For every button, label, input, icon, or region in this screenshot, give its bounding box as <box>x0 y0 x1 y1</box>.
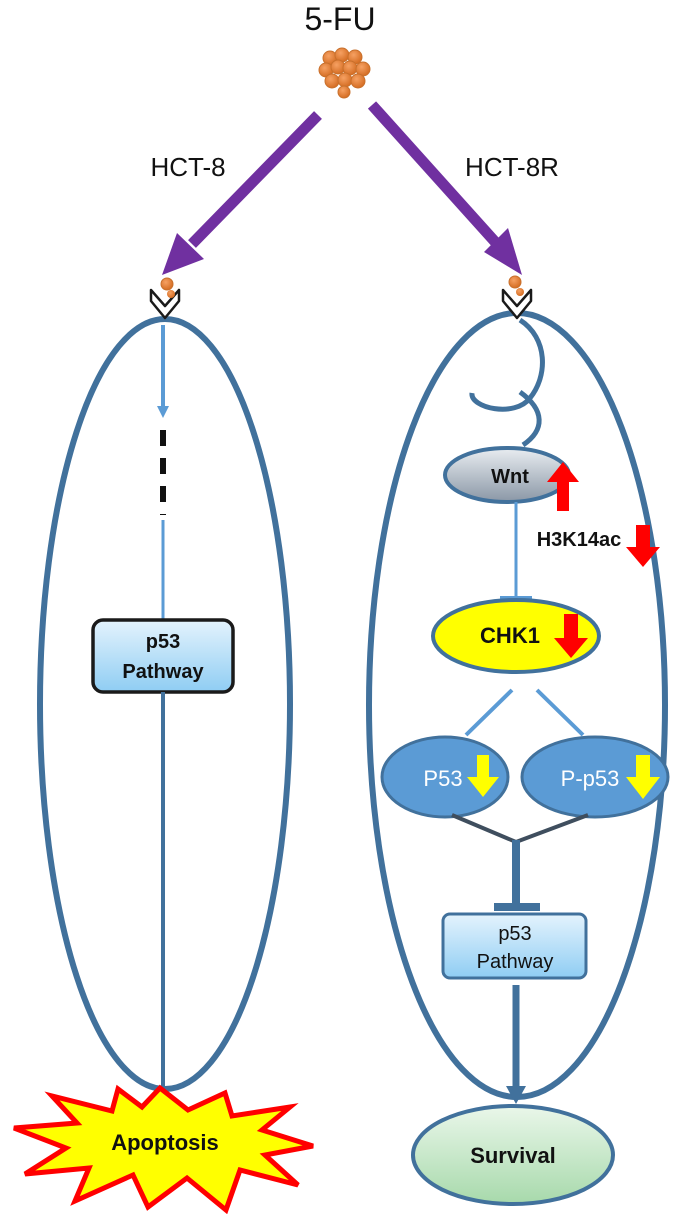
pathway-to-survival-arrow <box>506 985 526 1104</box>
right-receptor-icon <box>501 275 533 320</box>
p53-down-arrow-icon <box>467 755 499 797</box>
left-signal-connector <box>157 325 169 620</box>
cell-line-label-left: HCT-8 <box>150 152 225 182</box>
right-p53-pathway-box: p53 Pathway <box>441 912 588 980</box>
chk1-node: CHK1 <box>431 598 601 674</box>
drug-arrow-right <box>367 101 522 275</box>
chk1-to-p53-line <box>464 688 514 737</box>
drug-label: 5-FU <box>304 1 375 37</box>
wnt-up-arrow-icon <box>547 462 579 511</box>
histone-mark-label: H3K14ac <box>537 529 622 551</box>
drug-particle-cluster <box>318 47 371 99</box>
chk1-label: CHK1 <box>480 623 540 648</box>
drug-arrow-left <box>162 111 322 275</box>
wnt-label: Wnt <box>491 466 529 488</box>
left-p53-pathway-line2: Pathway <box>122 661 204 683</box>
left-p53-pathway-box: p53 Pathway <box>91 618 235 694</box>
right-entry-curve-arrow <box>469 317 545 448</box>
left-p53-pathway-line1: p53 <box>146 631 180 653</box>
survival-label: Survival <box>470 1143 556 1168</box>
p53-label: P53 <box>423 766 462 791</box>
pp53-node: P-p53 <box>520 735 670 819</box>
pp53-down-arrow-icon <box>626 755 660 799</box>
p53-merge-connector <box>451 813 589 911</box>
survival-node: Survival <box>411 1104 615 1206</box>
h3k14ac-down-arrow-icon <box>626 525 660 567</box>
pp53-label: P-p53 <box>561 766 620 791</box>
chk1-down-arrow-icon <box>554 614 588 658</box>
chk1-to-pp53-line <box>535 688 585 737</box>
wnt-node: Wnt <box>443 446 579 511</box>
right-p53-pathway-line2: Pathway <box>477 951 554 973</box>
cell-line-label-right: HCT-8R <box>465 152 559 182</box>
apoptosis-label: Apoptosis <box>111 1130 219 1155</box>
right-p53-pathway-line1: p53 <box>498 923 531 945</box>
left-pathway-to-apoptosis-arrow <box>156 692 170 1108</box>
apoptosis-burst: Apoptosis <box>13 1084 314 1214</box>
left-receptor-icon <box>149 277 181 320</box>
p53-node: P53 <box>380 735 510 819</box>
